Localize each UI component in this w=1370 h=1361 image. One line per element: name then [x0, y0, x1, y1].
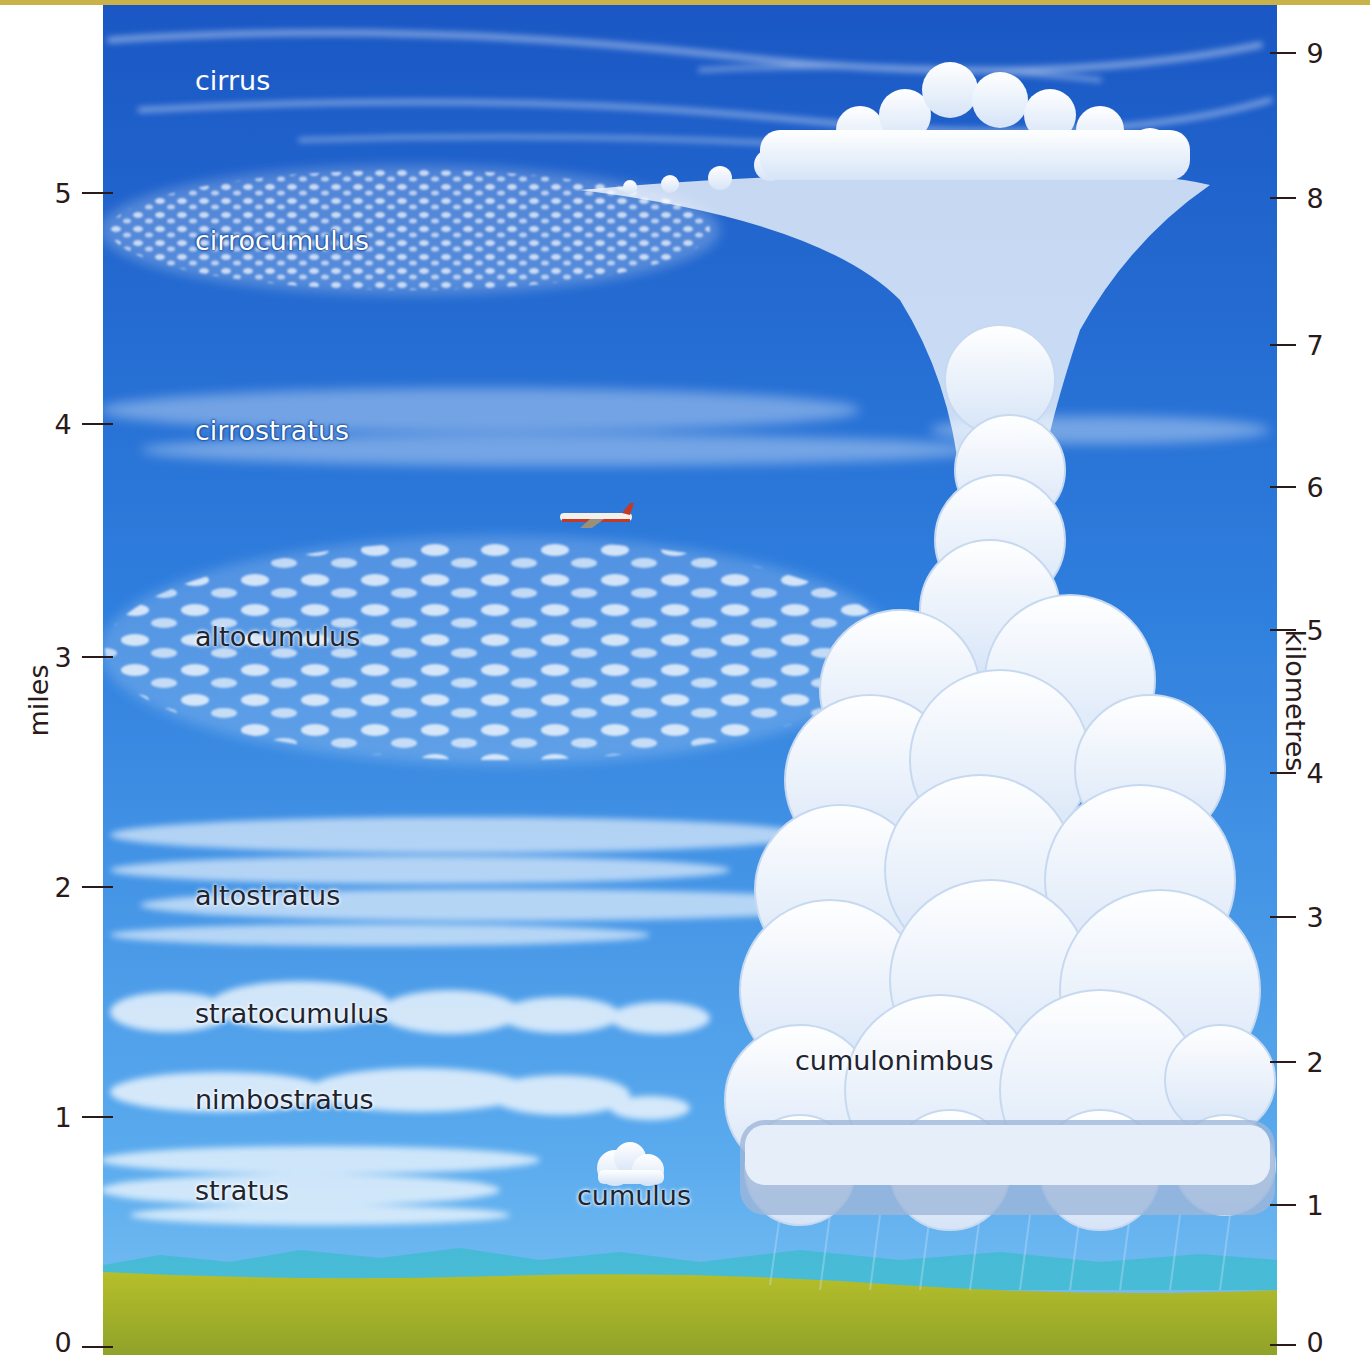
- cloud-name: cirrostratus: [195, 417, 349, 444]
- tick-label: 6: [1306, 474, 1323, 501]
- cloud-name: cirrus: [195, 67, 270, 94]
- tick-label: 0: [54, 1329, 71, 1356]
- tick-label: 4: [54, 411, 71, 438]
- tick-label: 7: [1306, 332, 1323, 359]
- cloud-name: stratocumulus: [195, 1000, 388, 1027]
- cloud-name: cumulus: [577, 1182, 691, 1209]
- tick-label: 1: [54, 1104, 71, 1131]
- cloud-name: altostratus: [195, 882, 340, 909]
- tick-label: 3: [54, 644, 71, 671]
- tick-label: 2: [54, 874, 71, 901]
- tick-label: 5: [1306, 617, 1323, 644]
- cloud-name: stratus: [195, 1177, 289, 1204]
- axis-title: miles: [25, 664, 52, 736]
- tick-label: 1: [1306, 1192, 1323, 1219]
- tick-label: 2: [1306, 1049, 1323, 1076]
- cloud-name: cirrocumulus: [195, 227, 369, 254]
- cloud-name: nimbostratus: [195, 1086, 374, 1113]
- axis-title: kilometres: [1283, 629, 1310, 771]
- cloud-name: altocumulus: [195, 623, 360, 650]
- tick-label: 3: [1306, 904, 1323, 931]
- tick-label: 4: [1306, 760, 1323, 787]
- tick-label: 0: [1306, 1329, 1323, 1356]
- tick-label: 9: [1306, 40, 1323, 67]
- tick-label: 5: [54, 180, 71, 207]
- cloud-name: cumulonimbus: [795, 1047, 994, 1074]
- tick-label: 8: [1306, 185, 1323, 212]
